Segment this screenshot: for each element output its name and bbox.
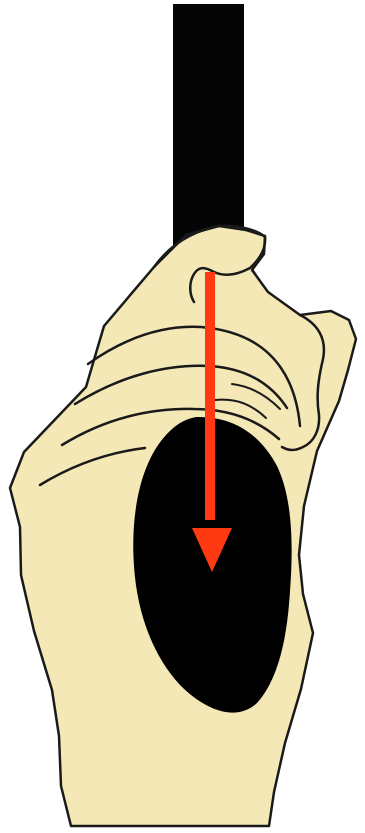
arrow-shaft [205, 272, 215, 520]
handle-shaft [173, 4, 244, 249]
